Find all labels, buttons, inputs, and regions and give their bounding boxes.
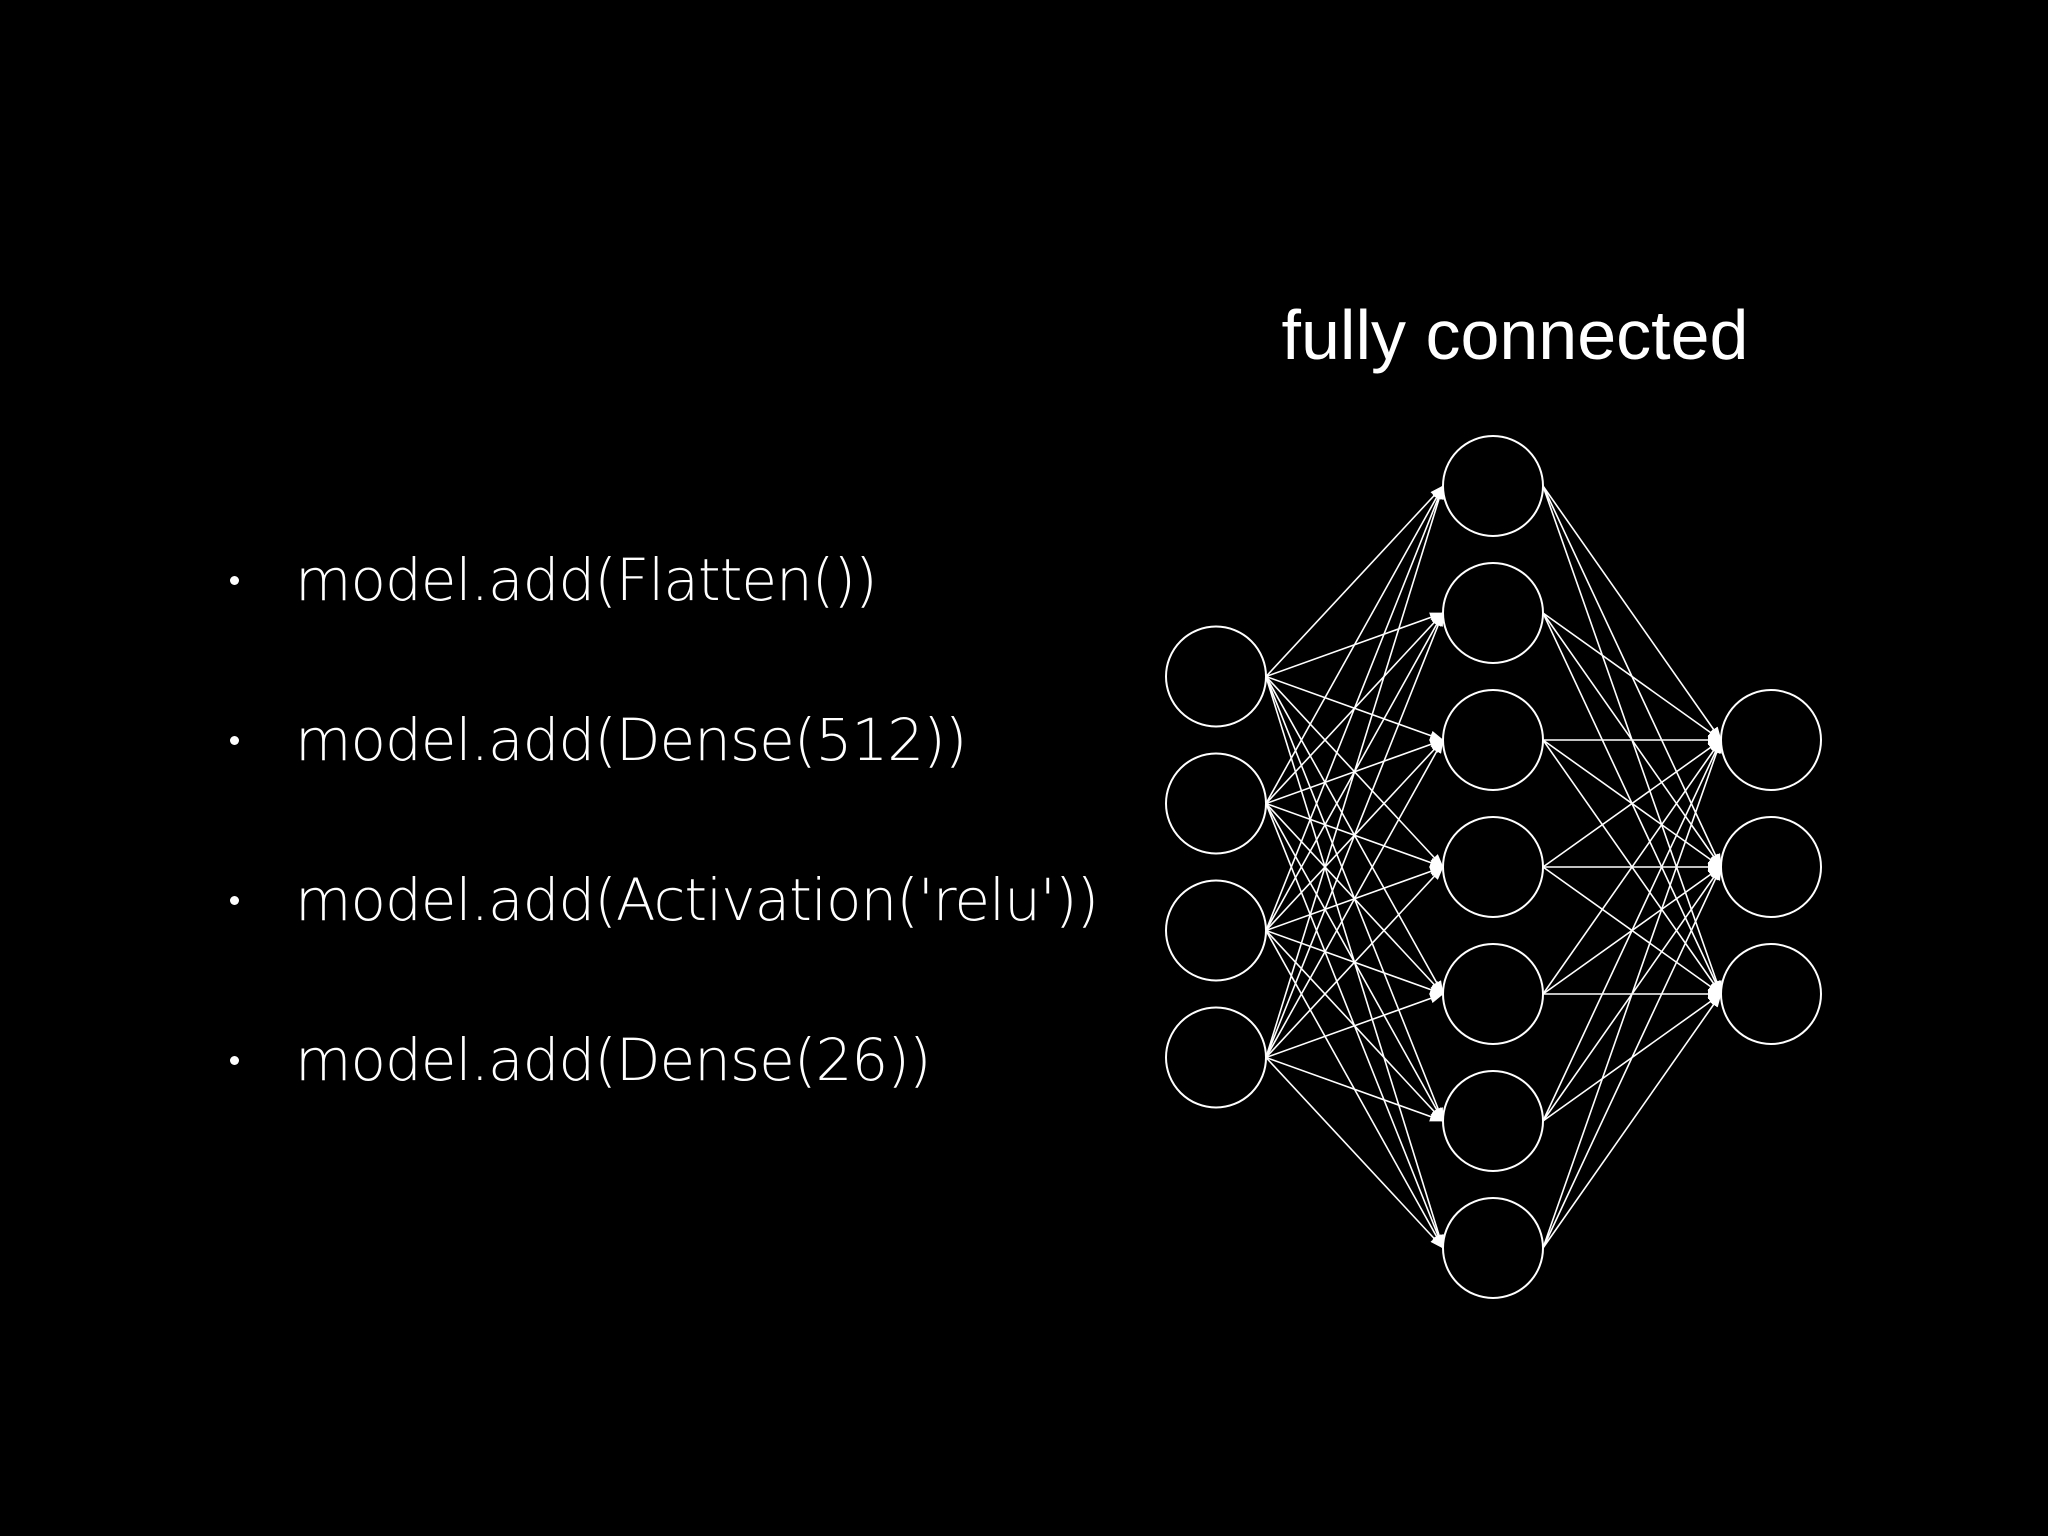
input-node-2	[1165, 752, 1267, 855]
bullet-dot-icon	[230, 736, 239, 745]
edge-l1-n0-to-n0	[1542, 485, 1722, 741]
bullet-dot-icon	[230, 1056, 239, 1065]
bullet-text: model.add(Activation('relu'))	[295, 866, 1099, 934]
edge-l1-n5-to-n0	[1542, 739, 1722, 1122]
edge-l0-n3-to-n2	[1265, 739, 1444, 1058]
bullet-text: model.add(Flatten())	[295, 546, 878, 614]
bullet-dot-icon	[230, 896, 239, 905]
edge-l0-n3-to-n6	[1265, 1056, 1444, 1249]
edge-l1-n6-to-n1	[1542, 866, 1722, 1249]
bullet-list: model.add(Flatten()) model.add(Dense(512…	[230, 540, 1099, 1180]
bullet-item-activation-relu: model.add(Activation('relu'))	[230, 860, 1099, 1020]
edge-l0-n3-to-n4	[1265, 993, 1444, 1059]
output-node-2	[1720, 816, 1822, 918]
input-node-3	[1165, 879, 1267, 982]
connection-edges	[1265, 485, 1722, 1249]
edge-l0-n3-to-n3	[1265, 866, 1444, 1059]
edge-l1-n6-to-n0	[1542, 739, 1722, 1249]
edge-l0-n2-to-n0	[1265, 485, 1444, 931]
edge-l1-n4-to-n0	[1542, 739, 1722, 995]
output-node-3	[1720, 943, 1822, 1045]
edge-l1-n1-to-n0	[1542, 612, 1722, 741]
hidden-node-5	[1442, 943, 1544, 1045]
edge-l1-n3-to-n0	[1542, 739, 1722, 868]
bullet-text: model.add(Dense(26))	[295, 1026, 932, 1094]
hidden-node-2	[1442, 562, 1544, 664]
bullet-item-dense-26: model.add(Dense(26))	[230, 1020, 1098, 1180]
diagram-title: fully connected	[1281, 296, 1749, 374]
edge-l0-n3-to-n0	[1265, 485, 1444, 1058]
input-node-4	[1165, 1006, 1267, 1109]
bullet-dot-icon	[230, 576, 239, 585]
hidden-node-1	[1442, 435, 1544, 537]
output-node-1	[1720, 689, 1822, 791]
hidden-node-6	[1442, 1070, 1544, 1172]
hidden-node-4	[1442, 816, 1544, 918]
hidden-node-7	[1442, 1197, 1544, 1299]
hidden-node-3	[1442, 689, 1544, 791]
edge-l0-n3-to-n5	[1265, 1056, 1444, 1122]
edge-l0-n3-to-n1	[1265, 612, 1444, 1058]
edge-l0-n0-to-n0	[1265, 485, 1444, 678]
bullet-item-flatten: model.add(Flatten())	[230, 540, 1098, 700]
bullet-text: model.add(Dense(512))	[295, 706, 967, 774]
neuron-nodes	[1165, 435, 1822, 1299]
edge-l1-n6-to-n2	[1542, 993, 1722, 1249]
input-node-1	[1165, 625, 1267, 728]
edge-l0-n1-to-n0	[1265, 485, 1444, 804]
bullet-item-dense-512: model.add(Dense(512))	[230, 700, 1098, 860]
